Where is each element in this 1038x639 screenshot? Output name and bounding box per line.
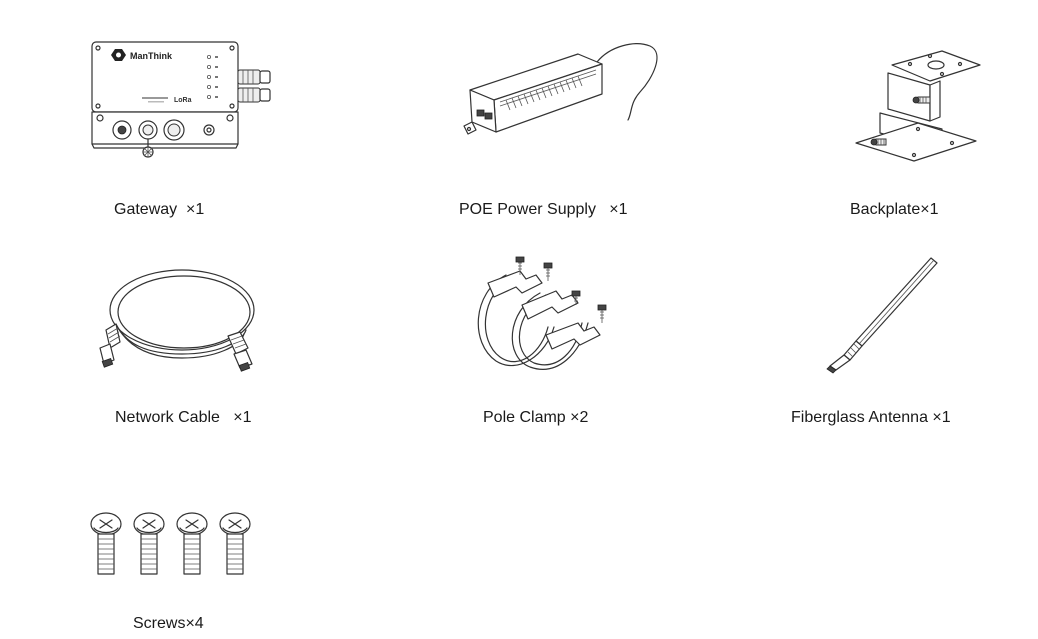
gateway-label: Gateway ×1 [114,201,205,218]
bottom-ports-icon [112,119,215,158]
nut-icon [515,256,607,323]
bolt-icon [870,96,931,146]
screws-label: Screws×4 [133,615,204,632]
screw-icon [133,512,165,575]
screw-icon [176,512,208,575]
screw-icon [219,512,251,575]
backplate-label: Backplate×1 [850,201,939,218]
gateway-illustration: ManThink LoRa [88,38,280,160]
rj45-connector-icon [227,331,253,372]
poe-supply-label: POE Power Supply ×1 [459,201,628,218]
pole-clamp-label: Pole Clamp ×2 [483,409,589,426]
lora-mark: LoRa [174,97,192,104]
pole-clamp-illustration [466,253,622,377]
ethernet-port-icon [476,109,493,120]
rj45-connector-icon [99,323,121,368]
network-cable-illustration [96,262,266,374]
fiberglass-antenna-illustration [822,254,946,374]
screws-illustration [88,510,260,578]
manthink-logo-icon [111,49,126,61]
backplate-illustration [850,45,984,163]
side-connector-icon [237,69,271,103]
fiberglass-antenna-label: Fiberglass Antenna ×1 [791,409,951,426]
brand-name: ManThink [130,51,173,61]
poe-supply-illustration [460,40,664,142]
screw-icon [90,512,122,575]
network-cable-label: Network Cable ×1 [115,409,252,426]
